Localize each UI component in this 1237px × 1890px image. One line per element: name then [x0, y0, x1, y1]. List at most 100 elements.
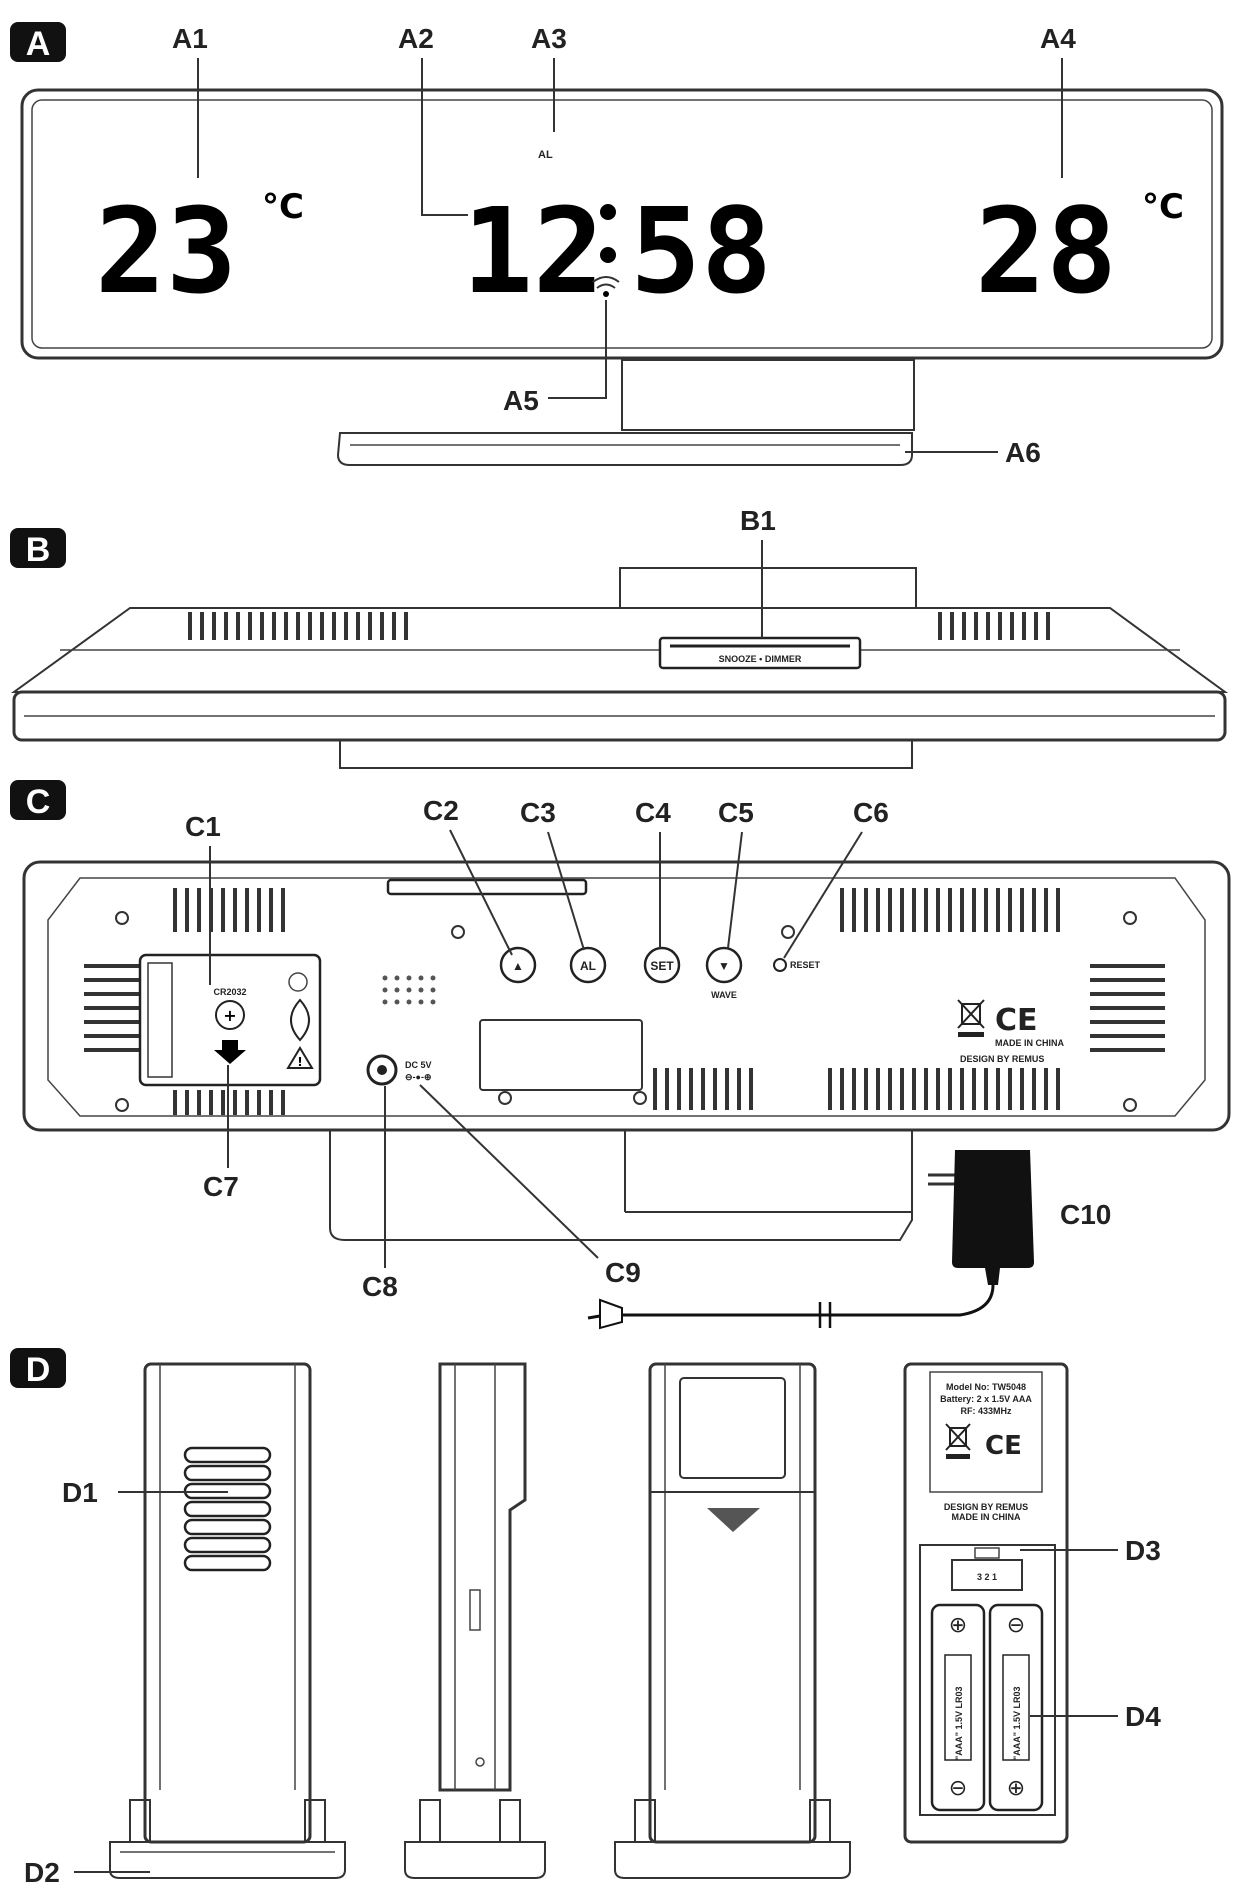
callout-c8: C8: [362, 1271, 398, 1302]
reset-label: RESET: [790, 960, 821, 970]
dc-jack-pin: [377, 1065, 387, 1075]
stand-column: [621, 359, 915, 431]
alarm-button-label: AL: [580, 959, 596, 973]
callout-b1: B1: [740, 505, 776, 536]
outdoor-temp-unit: °C: [1142, 187, 1184, 227]
up-button[interactable]: [499, 946, 537, 984]
leader-c6: [783, 831, 863, 959]
callout-c2: C2: [423, 795, 459, 826]
reset-button[interactable]: [773, 958, 787, 972]
sensor-vent-slots: [183, 1446, 272, 1572]
weee-bin-icon: [957, 999, 985, 1037]
callout-c7: C7: [203, 1171, 239, 1202]
sensor-weee-bin-icon: [945, 1423, 971, 1459]
callout-a6: A6: [1005, 437, 1041, 468]
callout-a5: A5: [503, 385, 539, 416]
top-vents-right: [938, 612, 1050, 640]
sensor-back-view: [614, 1362, 851, 1879]
callout-c10: C10: [1060, 1199, 1111, 1230]
section-a: A 23 °C 12 58 AL 28 °C A1 A2 A3 A4: [10, 22, 1224, 468]
dc-input-label: DC 5V: [405, 1060, 432, 1070]
section-d: D: [10, 1348, 1161, 1888]
back-vents-side-left: [84, 964, 142, 1052]
sensor-rf-spec: RF: 433MHz: [960, 1406, 1012, 1416]
back-vents-bottom-center: [653, 1068, 753, 1110]
dc-polarity-icon: ⊖-●-⊕: [405, 1072, 432, 1082]
callout-a4: A4: [1040, 23, 1076, 54]
back-vents-side-right: [1090, 964, 1165, 1052]
coin-cell-label: CR2032: [213, 987, 246, 997]
power-adapter-icon: [587, 1150, 1034, 1330]
coin-cell-plus-icon: +: [223, 1006, 236, 1025]
leader-c9: [419, 1084, 599, 1259]
callout-c5: C5: [718, 797, 754, 828]
alarm-button[interactable]: [569, 946, 607, 984]
channel-switch[interactable]: [951, 1559, 1023, 1591]
back-inner-outline: [47, 877, 1206, 1117]
alarm-indicator: AL: [538, 149, 553, 161]
snooze-dimmer-label: SNOOZE • DIMMER: [719, 654, 802, 664]
sensor-battery-spec: Battery: 2 x 1.5V AAA: [940, 1394, 1032, 1404]
outdoor-temp-digits: 28: [975, 182, 1117, 320]
callout-c9: C9: [605, 1257, 641, 1288]
screw-icons: [115, 911, 1137, 1112]
battery-left-plus-icon: ⊕: [949, 1613, 967, 1638]
display-frame: [20, 88, 1224, 360]
stand-under: [339, 740, 913, 769]
release-tab-icon: [290, 998, 310, 1042]
back-vents-top-right: [840, 888, 1060, 932]
sensor-design-by: DESIGN BY REMUS: [944, 1502, 1028, 1512]
label-plate: [479, 1019, 643, 1091]
back-vents-bottom-left: [173, 1090, 285, 1115]
clock-colon-top: [600, 204, 616, 220]
display-inner-frame: [31, 99, 1213, 349]
callout-c1: C1: [185, 811, 221, 842]
sensor-ce-mark: CE: [985, 1431, 1022, 1461]
channel-numbers: 3 2 1: [977, 1572, 997, 1582]
ce-mark: CE: [995, 1003, 1038, 1038]
section-label-b: B: [26, 531, 51, 569]
leader-c2: [449, 829, 513, 956]
section-badge-b: [10, 528, 66, 568]
battery-right-minus-icon: ⊖: [1007, 1613, 1025, 1638]
leader-a5: [548, 300, 607, 399]
section-c: C: [10, 780, 1231, 1330]
base-foot: [336, 432, 913, 466]
leader-c5: [727, 831, 743, 949]
down-wave-button[interactable]: [705, 946, 743, 984]
clock-minutes: 58: [630, 182, 772, 320]
indoor-temp-unit: °C: [262, 187, 304, 227]
sensor-made-in: MADE IN CHINA: [952, 1512, 1021, 1522]
callout-d2: D2: [24, 1857, 60, 1888]
callout-a1: A1: [172, 23, 208, 54]
radio-signal-icon: [592, 276, 620, 297]
back-stand: [329, 1128, 913, 1241]
callout-a3: A3: [531, 23, 567, 54]
set-button-label: SET: [650, 959, 674, 973]
warning-triangle-icon: [286, 1046, 314, 1069]
sensor-front-view: [109, 1362, 346, 1879]
design-by-label: DESIGN BY REMUS: [960, 1054, 1044, 1064]
warning-exclamation-icon: !: [297, 1055, 302, 1069]
back-vents-bottom-right: [828, 1068, 1060, 1110]
latch-icon: [288, 972, 308, 992]
set-button[interactable]: [643, 946, 681, 984]
battery-left-label: "AAA" 1.5V LR03: [954, 1686, 964, 1760]
callout-c4: C4: [635, 797, 671, 828]
top-body: [10, 607, 1229, 693]
back-slot: [386, 878, 588, 896]
callout-d1: D1: [62, 1477, 98, 1508]
clock-colon-bottom: [600, 247, 616, 263]
sensor-side-view: [404, 1362, 546, 1879]
leader-a2: [421, 58, 468, 216]
section-b: B SNOOZE: [10, 505, 1229, 769]
section-label-a: A: [26, 25, 51, 63]
speaker-grille: [382, 975, 436, 1005]
top-stand: [619, 567, 917, 609]
sensor-model-text: Model No: TW5048: [946, 1382, 1026, 1392]
down-button-label: ▼: [718, 959, 730, 973]
down-arrow-icon: [214, 1040, 246, 1064]
clock-hours: 12: [462, 182, 604, 320]
battery-right-plus-icon: ⊕: [1007, 1776, 1025, 1801]
